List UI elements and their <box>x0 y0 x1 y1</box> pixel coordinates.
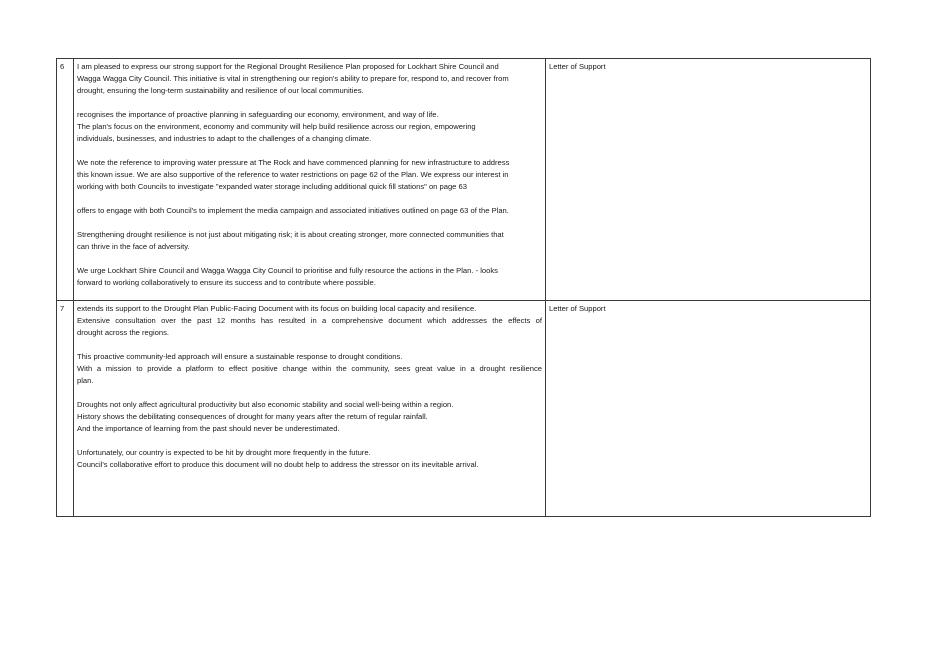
text-line: drought across the regions. <box>77 328 170 337</box>
text-line: Strengthening drought resilience is not … <box>77 230 504 239</box>
text-line: extends its support to the Drought Plan … <box>77 304 477 313</box>
paragraph: We note the reference to improving water… <box>77 157 542 193</box>
submission-number: 6 <box>56 58 74 301</box>
text-line: offers to engage with both Council's to … <box>77 206 509 215</box>
text-line: individuals, businesses, and industries … <box>77 134 372 143</box>
text-line: Unfortunately, our country is expected t… <box>77 448 371 457</box>
paragraph: extends its support to the Drought Plan … <box>77 303 542 339</box>
paragraph: Strengthening drought resilience is not … <box>77 229 542 253</box>
text-line: forward to working collaboratively to en… <box>77 278 376 287</box>
submission-number: 7 <box>56 300 74 517</box>
text-line: We note the reference to improving water… <box>77 158 510 167</box>
submission-text: extends its support to the Drought Plan … <box>73 300 546 517</box>
table-row: 7 extends its support to the Drought Pla… <box>56 300 871 517</box>
text-line: Wagga Wagga City Council. This initiativ… <box>77 74 509 83</box>
text-line: With a mission to provide a platform to … <box>77 364 542 373</box>
text-line: Extensive consultation over the past 12 … <box>77 316 542 325</box>
text-line: This proactive community-led approach wi… <box>77 352 403 361</box>
submissions-table: 6 I am pleased to express our strong sup… <box>56 58 871 517</box>
text-line: The plan's focus on the environment, eco… <box>77 122 476 131</box>
paragraph: We urge Lockhart Shire Council and Wagga… <box>77 265 542 289</box>
paragraph: I am pleased to express our strong suppo… <box>77 61 542 97</box>
paragraph: recognises the importance of proactive p… <box>77 109 542 145</box>
paragraph: Droughts not only affect agricultural pr… <box>77 399 542 435</box>
text-line: We urge Lockhart Shire Council and Wagga… <box>77 266 498 275</box>
text-line: recognises the importance of proactive p… <box>77 110 439 119</box>
text-line: working with both Councils to investigat… <box>77 182 467 191</box>
text-line: History shows the debilitating consequen… <box>77 412 428 421</box>
text-line: And the importance of learning from the … <box>77 424 340 433</box>
submission-type: Letter of Support <box>545 58 871 301</box>
table-row: 6 I am pleased to express our strong sup… <box>56 58 871 301</box>
paragraph: Unfortunately, our country is expected t… <box>77 447 542 471</box>
submission-type: Letter of Support <box>545 300 871 517</box>
text-line: plan. <box>77 376 94 385</box>
paragraph: This proactive community-led approach wi… <box>77 351 542 387</box>
text-line: drought, ensuring the long-term sustaina… <box>77 86 364 95</box>
paragraph: offers to engage with both Council's to … <box>77 205 542 217</box>
submission-text: I am pleased to express our strong suppo… <box>73 58 546 301</box>
text-line: can thrive in the face of adversity. <box>77 242 190 251</box>
text-line: Droughts not only affect agricultural pr… <box>77 400 454 409</box>
text-line: I am pleased to express our strong suppo… <box>77 62 499 71</box>
text-line: this known issue. We are also supportive… <box>77 170 509 179</box>
text-line: Council's collaborative effort to produc… <box>77 460 479 469</box>
